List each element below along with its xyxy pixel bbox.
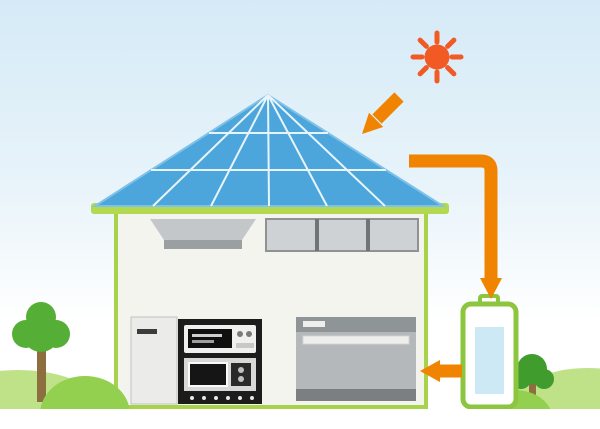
screen-line-1 — [192, 334, 222, 337]
dishwasher-control-strip — [296, 317, 416, 332]
base-button-row — [190, 396, 254, 400]
sun-rays — [410, 30, 464, 84]
roof-panel-grid — [151, 94, 386, 207]
refrigerator — [130, 316, 178, 405]
battery-to-house-arrow — [420, 360, 462, 382]
battery-to-house-arrow-head — [420, 360, 440, 382]
tree-left — [12, 302, 70, 402]
base-dot — [190, 396, 194, 400]
microwave-knob-1 — [238, 367, 244, 373]
microwave-control-panel — [231, 363, 251, 386]
ground-strip — [0, 409, 600, 429]
range-hood-duct — [164, 240, 242, 249]
dishwasher — [296, 317, 416, 401]
screen-line-2 — [192, 340, 214, 343]
display-screen — [188, 329, 232, 348]
window-band — [265, 218, 419, 252]
dishwasher-kick-plate — [296, 389, 416, 401]
panel-button-1 — [237, 331, 243, 337]
panel-slider — [236, 343, 254, 348]
microwave-window — [188, 362, 228, 387]
storage-battery — [460, 294, 519, 410]
sun-core — [424, 44, 450, 70]
dishwasher-handle — [302, 335, 410, 345]
roof-to-battery-arrow-shaft — [409, 154, 498, 279]
base-dot — [238, 396, 242, 400]
refrigerator-handle — [137, 329, 157, 334]
sun-icon — [410, 30, 464, 84]
base-dot — [226, 396, 230, 400]
panel-button-2 — [246, 331, 252, 337]
tree-left-trunk — [37, 346, 46, 402]
window-dividers — [315, 219, 370, 251]
base-dot — [214, 396, 218, 400]
sunlight-arrow-head — [362, 112, 384, 134]
upstairs-windows — [265, 218, 419, 252]
sunlight-arrow — [362, 92, 404, 134]
roof-to-battery-arrow-head — [480, 278, 502, 299]
house — [91, 93, 449, 409]
range-hood — [150, 219, 256, 249]
roof-to-battery-arrow — [409, 154, 502, 299]
tree-right-canopy — [534, 369, 554, 389]
base-dot — [250, 396, 254, 400]
sunlight-arrow-shaft — [372, 92, 404, 124]
solar-panel-roof — [91, 93, 447, 207]
microwave-knob-2 — [238, 376, 244, 382]
base-dot — [202, 396, 206, 400]
oven-microwave-unit — [178, 319, 262, 404]
range-hood-top — [150, 219, 256, 240]
dishwasher-display — [303, 321, 325, 327]
battery-charge-window — [475, 327, 504, 394]
tree-left-canopy — [23, 316, 59, 352]
